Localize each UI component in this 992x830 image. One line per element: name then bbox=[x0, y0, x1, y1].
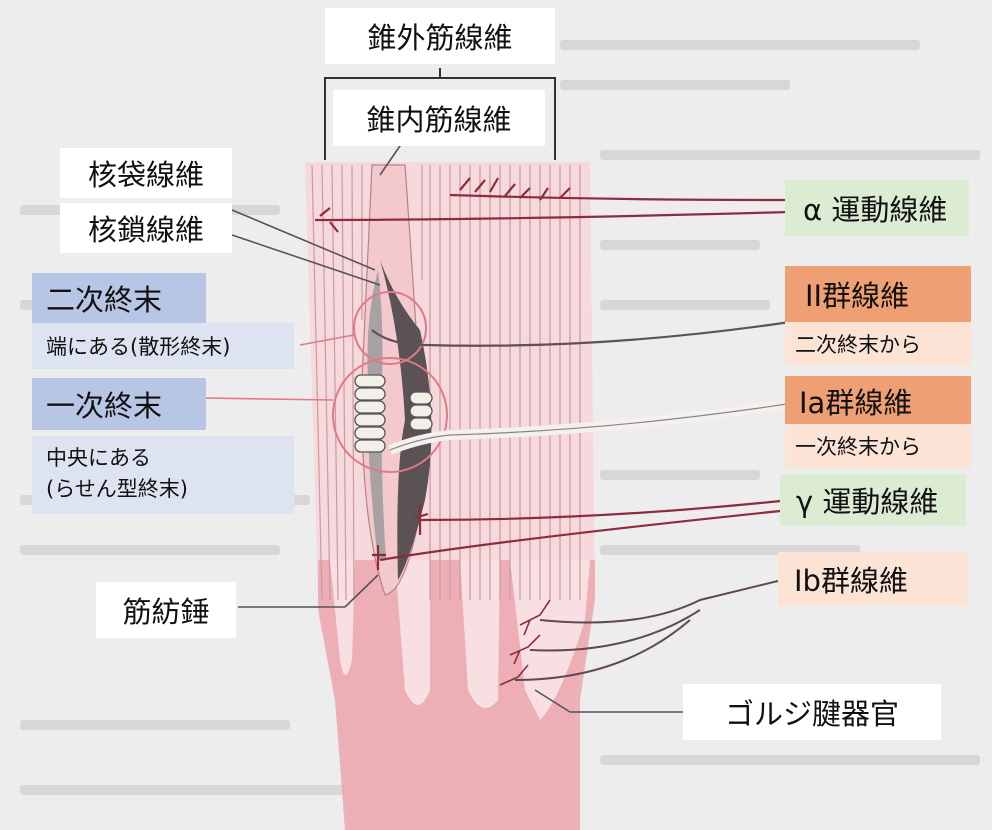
pointer-lines bbox=[231, 142, 683, 713]
label-golgi-tendon-organ: ゴルジ腱器官 bbox=[683, 684, 941, 740]
label-group2-desc: 二次終末から bbox=[785, 322, 971, 366]
label-primary-desc: 中央にある (らせん型終末) bbox=[32, 436, 294, 514]
label-group2: II群線維 bbox=[785, 266, 971, 322]
nuclear-bag-fiber bbox=[380, 260, 432, 580]
label-primary-ending: 一次終末 bbox=[32, 378, 206, 430]
group2-fiber bbox=[371, 320, 791, 347]
label-alpha-motor: α 運動線維 bbox=[785, 180, 969, 236]
label-group1a: Ia群線維 bbox=[785, 376, 971, 426]
primary-ending-circle bbox=[332, 357, 448, 473]
golgi-tendon-endings bbox=[499, 599, 551, 686]
ib-fibers bbox=[514, 577, 791, 681]
alpha-motor-fibers bbox=[314, 177, 791, 233]
pointer-lines-pink bbox=[204, 334, 355, 401]
label-group1b: Ib群線維 bbox=[778, 552, 968, 606]
label-nuclear-bag: 核袋線維 bbox=[60, 148, 232, 198]
gamma-motor-fibers bbox=[372, 498, 791, 570]
label-secondary-ending: 二次終末 bbox=[32, 273, 206, 323]
muscle-striations bbox=[311, 164, 581, 601]
label-primary-desc-line1: 中央にある bbox=[46, 446, 151, 470]
label-extrafusal: 錐外筋線維 bbox=[325, 8, 555, 64]
label-muscle-spindle: 筋紡錘 bbox=[96, 582, 236, 638]
annulospiral-coils bbox=[354, 374, 433, 453]
label-secondary-desc: 端にある(散形終末) bbox=[32, 323, 294, 369]
label-group1a-desc: 一次終末から bbox=[785, 424, 971, 468]
secondary-ending-circle bbox=[353, 291, 427, 365]
label-intrafusal: 錐内筋線維 bbox=[333, 90, 545, 146]
label-primary-desc-line2: (らせん型終末) bbox=[46, 477, 188, 501]
extrafusal-bracket bbox=[324, 68, 556, 160]
label-nuclear-chain: 核鎖線維 bbox=[60, 203, 232, 253]
label-gamma-motor: γ 運動線維 bbox=[780, 474, 966, 526]
